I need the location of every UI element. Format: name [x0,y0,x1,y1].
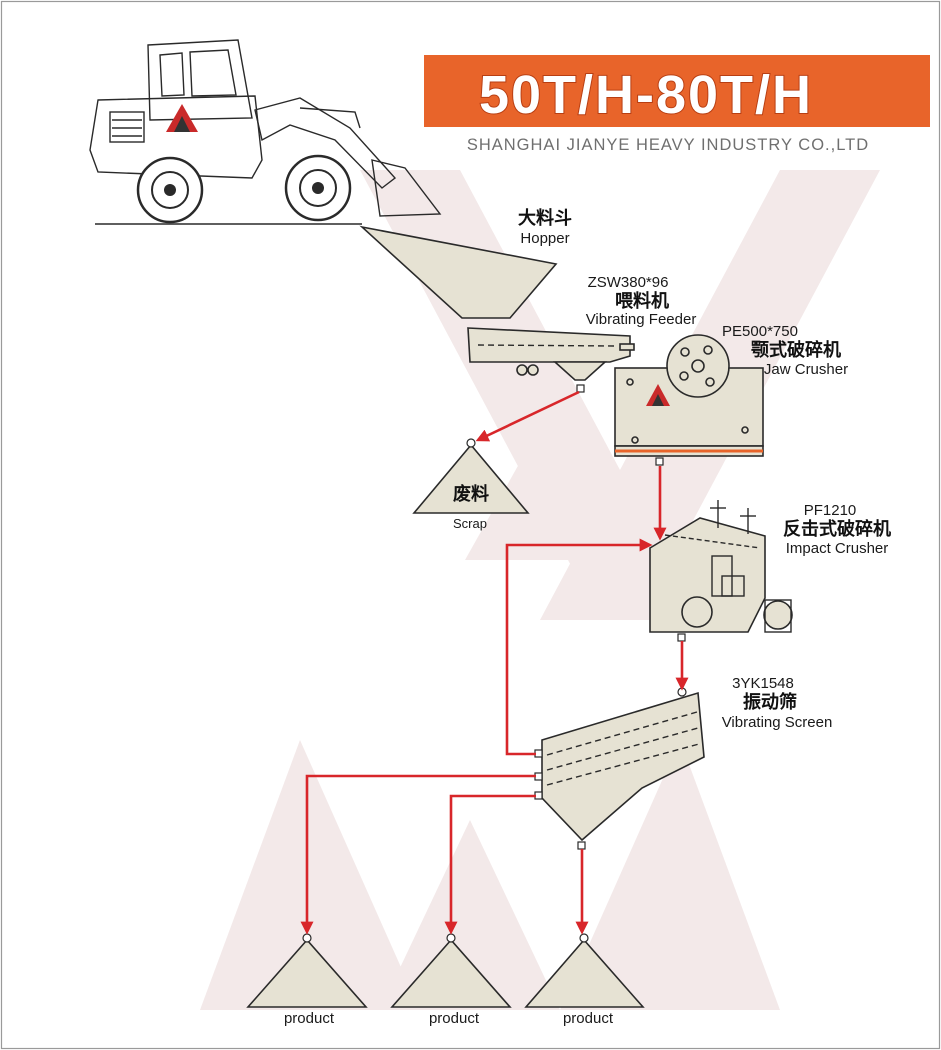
scrap-en-label: Scrap [453,516,487,531]
vibrating-feeder: ZSW380*96 喂料机 Vibrating Feeder [467,274,697,393]
hopper: 大料斗 Hopper [359,207,572,319]
product-pile-2: product [390,933,512,1027]
stockpile-icon [412,443,530,514]
screen-model-label: 3YK1548 [732,675,794,692]
arrow-screen-to-product-2 [444,794,536,935]
stockpile-icon [524,938,645,1008]
screen-en-label: Vibrating Screen [722,714,833,731]
vibrating-screen-icon [534,687,705,850]
hopper-en-label: Hopper [520,230,569,247]
product-label: product [563,1010,614,1027]
feeder-model-label: ZSW380*96 [588,274,669,291]
hopper-cn-label: 大料斗 [518,207,572,229]
vibrating-feeder-icon [467,327,635,393]
jaw-model-label: PE500*750 [722,323,798,340]
banner-background [424,55,930,127]
impact-model-label: PF1210 [804,502,857,519]
scrap-pile: 废料 Scrap [412,438,530,531]
impact-cn-label: 反击式破碎机 [783,518,891,540]
jaw-crusher-icon [614,334,764,466]
feeder-cn-label: 喂料机 [615,290,669,312]
arrow-screen-to-product-1 [300,774,536,935]
product-label: product [429,1010,480,1027]
impact-en-label: Impact Crusher [786,540,889,557]
arrow-screen-return [505,538,653,756]
product-label: product [284,1010,335,1027]
banner-title: 50T/H-80T/H [479,65,813,125]
product-pile-1: product [246,933,368,1027]
jaw-crusher: PE500*750 颚式破碎机 Jaw Crusher [614,323,848,466]
jaw-en-label: Jaw Crusher [764,361,848,378]
screen-cn-label: 振动筛 [743,691,797,713]
flow-arrows [300,390,689,935]
feeder-en-label: Vibrating Feeder [586,311,697,328]
company-name: SHANGHAI JIANYE HEAVY INDUSTRY CO.,LTD [467,136,869,154]
banner: 50T/H-80T/H SHANGHAI JIANYE HEAVY INDUST… [424,55,930,154]
jaw-cn-label: 颚式破碎机 [751,339,841,361]
impact-crusher: PF1210 反击式破碎机 Impact Crusher [649,500,891,642]
wheel-loader-icon [89,39,442,225]
product-pile-3: product [524,933,645,1027]
stockpile-icon [390,938,512,1008]
hopper-icon [359,225,558,319]
vibrating-screen: 3YK1548 振动筛 Vibrating Screen [534,675,833,850]
scrap-cn-label: 废料 [453,483,489,505]
arrow-feeder-to-scrap [475,390,580,442]
impact-crusher-icon [649,500,793,642]
stockpile-icon [246,938,368,1008]
